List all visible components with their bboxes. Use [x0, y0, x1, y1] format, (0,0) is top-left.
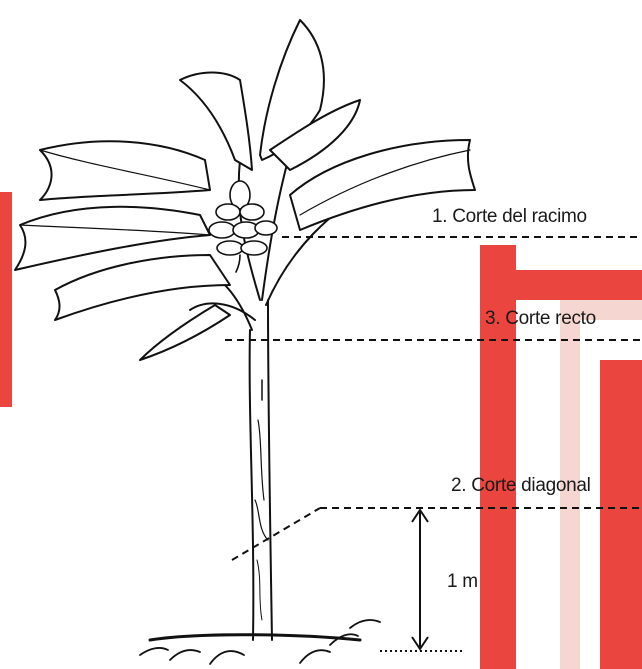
label-height: 1 m	[447, 571, 478, 593]
height-arrow	[412, 510, 428, 649]
label-racimo-cut: 1. Corte del racimo	[432, 206, 587, 228]
banana-plant-drawing	[15, 20, 475, 664]
diagonal-cut-line	[232, 508, 320, 560]
label-diagonal-cut: 2. Corte diagonal	[451, 475, 591, 497]
label-straight-cut: 3. Corte recto	[485, 308, 596, 330]
ground-grass	[140, 620, 380, 664]
banana-bunch	[209, 181, 277, 272]
watermark-graphic	[0, 192, 642, 669]
